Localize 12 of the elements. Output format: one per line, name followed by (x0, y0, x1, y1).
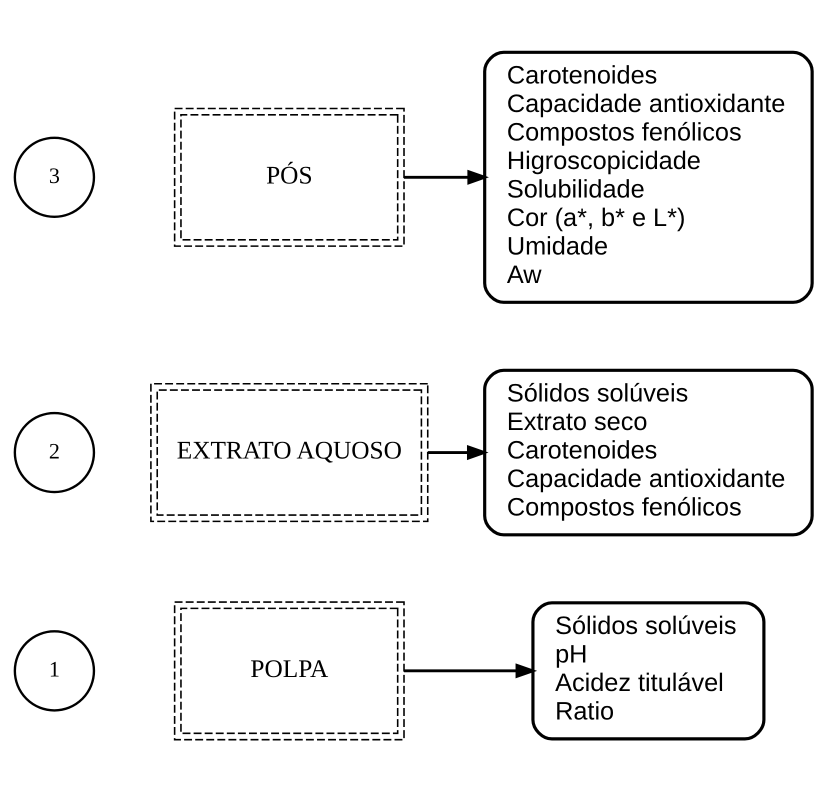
node-box: EXTRATO AQUOSO (150, 382, 429, 522)
node-circle: 2 (14, 411, 96, 493)
node-box: Sólidos solúveis Extrato seco Carotenoides Capacidade antioxidante Compostos fenólicos (483, 368, 814, 536)
arrow (404, 169, 489, 184)
arrow (404, 662, 538, 678)
node-box: PÓS (174, 107, 405, 246)
node-circle: 3 (14, 136, 96, 218)
node-circle: 1 (14, 630, 96, 712)
node-box: POLPA (174, 600, 405, 740)
arrow (428, 444, 489, 460)
node-box: Sólidos solúveis pH Acidez titulável Ratio (531, 600, 766, 740)
node-box: Carotenoides Capacidade antioxidante Compostos fenólicos Higroscopicidade Solubilidade Cor (a*, b* e L*) Umidade Aw (483, 50, 814, 304)
